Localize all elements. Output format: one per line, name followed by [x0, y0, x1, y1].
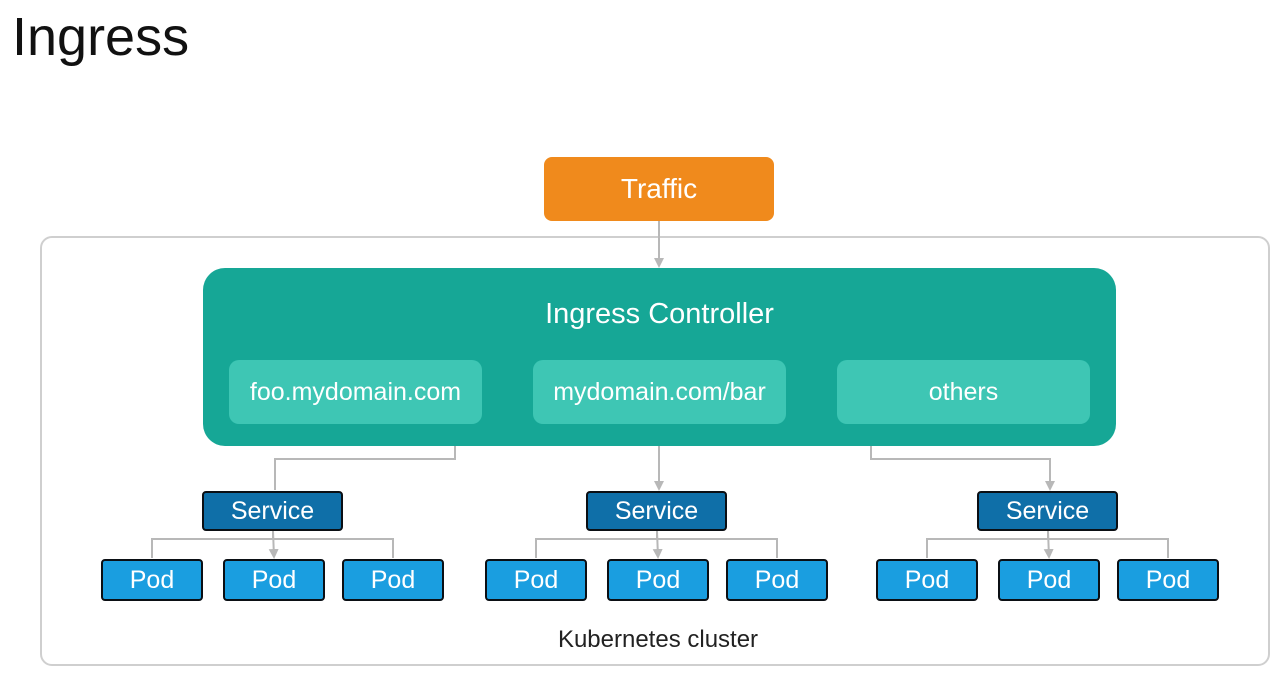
ingress-rule-others: others — [837, 360, 1090, 424]
cluster-label: Kubernetes cluster — [557, 626, 759, 653]
pod-node: Pod — [876, 559, 978, 601]
pod-node: Pod — [485, 559, 587, 601]
traffic-node: Traffic — [544, 157, 774, 221]
service-2-to-pod-left-line — [535, 531, 658, 558]
service-node-2: Service — [586, 491, 727, 531]
ingress-controller-title: Ingress Controller — [545, 298, 774, 330]
service-node-1: Service — [202, 491, 343, 531]
service-node-3: Service — [977, 491, 1118, 531]
pod-node: Pod — [342, 559, 444, 601]
pod-node: Pod — [998, 559, 1100, 601]
service-1-to-pod-right-line — [272, 531, 394, 558]
service-3-to-pod-right-line — [1047, 531, 1169, 558]
pod-node: Pod — [607, 559, 709, 601]
ingress-rule-bar: mydomain.com/bar — [533, 360, 786, 424]
kubernetes-cluster-boundary — [40, 236, 1270, 666]
pod-node: Pod — [726, 559, 828, 601]
pod-node: Pod — [101, 559, 203, 601]
pod-node: Pod — [223, 559, 325, 601]
service-1-to-pod-left-line — [151, 531, 274, 558]
ingress-rule-foo: foo.mydomain.com — [229, 360, 482, 424]
ingress-controller: Ingress Controller foo.mydomain.com mydo… — [203, 268, 1116, 446]
pod-node: Pod — [1117, 559, 1219, 601]
service-3-to-pod-left-line — [926, 531, 1049, 558]
page-title: Ingress — [12, 7, 190, 67]
service-2-to-pod-right-line — [656, 531, 778, 558]
